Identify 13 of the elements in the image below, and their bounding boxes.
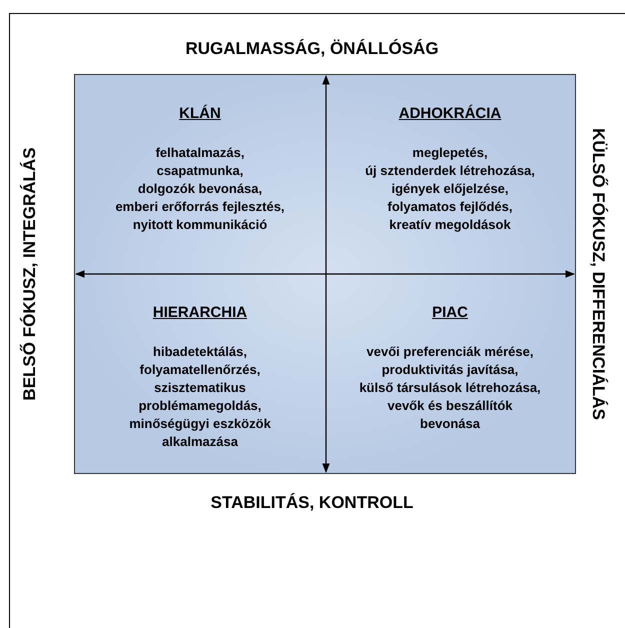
axis-label: BELSŐ FÓKUSZ, INTEGRÁLÁS (20, 147, 40, 401)
quadrant-title: HIERARCHIA (152, 304, 248, 321)
quadrant-title: PIAC (432, 304, 468, 321)
axis-label: RUGALMASSÁG, ÖNÁLLÓSÁG (185, 39, 439, 59)
quadrant-title: ADHOKRÁCIA (398, 105, 502, 122)
quadrant-description: meglepetés, új sztenderdek létrehozása, igények előjelzése, folyamatos fejlődés, kreatív megoldások (364, 144, 536, 234)
quadrant-title: KLÁN (179, 105, 221, 122)
quadrant-description: felhatalmazás, csapatmunka, dolgozók bevonása, emberi erőforrás fejlesztés, nyitott kommunikáció (114, 144, 286, 234)
axis-label: KÜLSŐ FÓKUSZ, DIFFERENCIÁLÁS (588, 128, 608, 420)
matrix-panel (74, 74, 576, 474)
quadrant-description: hibadetektálás, folyamatellenőrzés, szisztematikus problémamegoldás, minőségügyi eszközök alkalmazása (128, 343, 272, 451)
axis-label: STABILITÁS, KONTROLL (210, 493, 414, 513)
quadrant-description: vevői preferenciák mérése, produktivitás javítása, külső társulások létrehozása, vevők és beszállítók bevonása (358, 343, 542, 433)
